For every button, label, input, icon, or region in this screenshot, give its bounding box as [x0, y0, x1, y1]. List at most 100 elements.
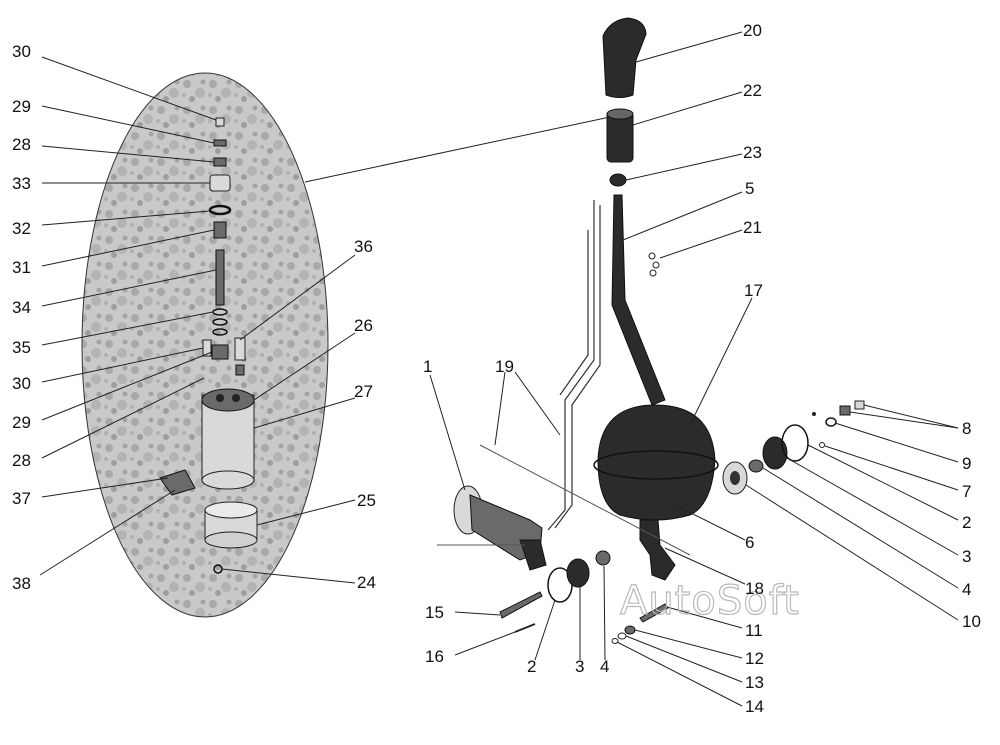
callout-19: 19 [495, 357, 514, 376]
part-3-cap-right [762, 436, 788, 470]
leader-2b [534, 599, 556, 661]
callout-17: 17 [744, 281, 763, 300]
callout-34: 34 [12, 298, 31, 317]
part-33-bushing [209, 174, 231, 192]
part-31-sleeve [213, 221, 227, 239]
callout-18: 18 [745, 579, 764, 598]
part-26-bore-2 [232, 394, 240, 402]
main-assembly [437, 17, 865, 644]
part-26-housing-top [201, 388, 255, 412]
callout-37: 37 [12, 489, 31, 508]
part-1-arm [519, 539, 547, 571]
leader-7 [824, 445, 959, 491]
leader-16 [454, 631, 516, 656]
leader-38 [39, 489, 176, 576]
callout-16: 16 [425, 647, 444, 666]
part-35-oring-2 [212, 318, 228, 326]
leader-20 [635, 31, 743, 63]
leader-27 [253, 397, 356, 429]
part-29-washer-top [213, 139, 227, 147]
part-8-nut-a [839, 405, 851, 416]
callout-4b: 4 [600, 657, 609, 676]
part-22-boot-top [606, 108, 634, 120]
callout-9: 9 [962, 454, 971, 473]
callout-35: 35 [12, 338, 31, 357]
callout-24: 24 [357, 573, 376, 592]
part-35-oring-3 [212, 328, 228, 336]
inset-connector-line [304, 116, 611, 183]
leader-10 [745, 484, 959, 621]
part-17-dome-flange [593, 450, 719, 480]
leader-3a [786, 457, 959, 556]
leader-28b [41, 377, 205, 459]
callout-38: 38 [12, 574, 31, 593]
leader-24 [221, 568, 356, 584]
part-rod-line [479, 444, 691, 556]
leader-8a [863, 404, 959, 429]
part-10-bearing-bore [730, 471, 740, 485]
callout-15: 15 [425, 603, 444, 622]
callout-14: 14 [745, 697, 764, 716]
callout-1: 1 [423, 357, 432, 376]
callout-2b: 2 [527, 657, 536, 676]
part-3-cap-left [566, 558, 590, 588]
leader-28a [41, 145, 215, 163]
callout-3a: 3 [962, 547, 971, 566]
leader-6 [674, 504, 746, 541]
leader-34 [41, 269, 217, 307]
part-19-cable-3 [559, 230, 589, 396]
part-27-housing-bottom [201, 470, 255, 490]
leader-15 [454, 611, 501, 616]
callout-21: 21 [743, 218, 762, 237]
leader-29b [41, 351, 213, 421]
leader-36 [239, 254, 356, 341]
leader-19b [514, 371, 561, 436]
leader-14 [616, 641, 743, 707]
part-9-washer [825, 417, 837, 427]
part-21-fastener-2 [652, 261, 660, 269]
part-11-bolt [639, 603, 669, 623]
leader-4b [603, 565, 606, 661]
callout-7: 7 [962, 482, 971, 501]
leader-26 [253, 332, 356, 401]
leader-lines [39, 31, 959, 707]
callout-13: 13 [745, 673, 764, 692]
part-4-bushing-right [748, 459, 764, 473]
callout-28b: 28 [12, 451, 31, 470]
callout-8: 8 [962, 419, 971, 438]
part-6-arm [639, 519, 676, 581]
callout-5: 5 [745, 179, 754, 198]
leader-29a [41, 105, 215, 144]
callout-2a: 2 [962, 513, 971, 532]
leader-21 [659, 229, 743, 259]
part-28-spring-top [213, 157, 227, 167]
part-17-dome [597, 404, 716, 521]
callout-29a: 29 [12, 97, 31, 116]
leader-17 [689, 297, 753, 426]
part-25-sleeve-rim [204, 501, 258, 519]
callout-28a: 28 [12, 135, 31, 154]
part-19-cable-2 [554, 205, 601, 529]
callout-36: 36 [354, 237, 373, 256]
part-23-nut [609, 173, 627, 187]
part-29-spacer [211, 344, 229, 360]
leader-2a [807, 444, 959, 521]
part-14-washer [611, 638, 619, 644]
callout-26: 26 [354, 316, 373, 335]
leader-30a [41, 56, 217, 121]
callout-25: 25 [357, 491, 376, 510]
part-8-dot [812, 412, 816, 416]
leader-8b [849, 411, 959, 429]
part-13-washer [617, 632, 627, 640]
part-12-nut [624, 625, 636, 635]
leader-13 [625, 635, 743, 683]
leader-23 [625, 153, 743, 181]
callout-11: 11 [745, 621, 763, 640]
leader-35 [41, 311, 214, 346]
part-2-ring-right [781, 424, 809, 462]
part-5-lever [611, 194, 666, 406]
callout-30b: 30 [12, 374, 31, 393]
leader-25 [256, 499, 356, 526]
callout-30a: 30 [12, 42, 31, 61]
